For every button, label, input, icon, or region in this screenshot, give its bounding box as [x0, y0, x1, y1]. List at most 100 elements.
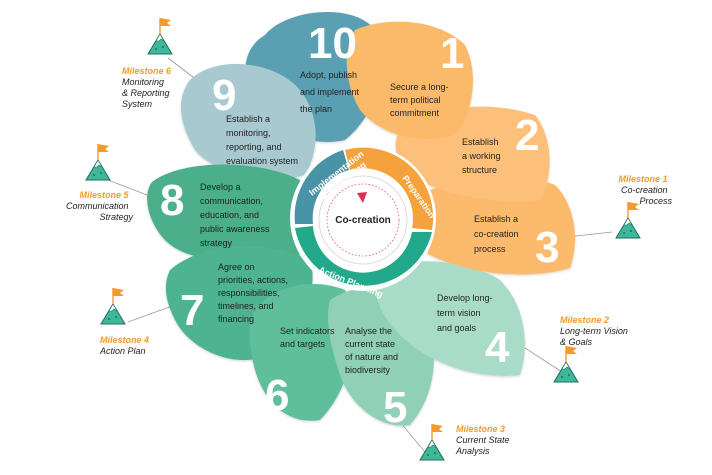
step-text-8-line-1: Develop a: [200, 182, 241, 192]
step-text-2-line-2: a working: [462, 151, 501, 161]
step-text-2-line-3: structure: [462, 165, 497, 175]
step-text-3-line-3: process: [474, 244, 506, 254]
milestone-2-title: Milestone 2: [560, 315, 609, 325]
petal-step-6: [249, 284, 355, 421]
step-text-5-line-2: current state: [345, 339, 395, 349]
milestone-3-title: Milestone 3: [456, 424, 505, 434]
milestone-3-name-line-2: Analysis: [455, 446, 490, 456]
step-text-10: Adopt, publish and implement the plan: [300, 70, 360, 114]
milestone-6-label: Milestone 6 Monitoring & Reporting Syste…: [122, 61, 175, 109]
step-text-1-line-1: Secure a long-: [390, 82, 449, 92]
phase-arc-action-planning: [295, 226, 432, 286]
milestone-6-name-line-2: & Reporting: [122, 88, 170, 98]
milestone-6-mountain-flag-icon: [147, 18, 173, 55]
step-number-9: 9: [212, 71, 236, 120]
center-label: Co-creation: [335, 215, 391, 226]
milestone-3-label: Milestone 3 Current State Analysis: [455, 419, 514, 456]
petal-step-4: [373, 261, 525, 376]
milestone-1-name-line-2: Process: [639, 196, 672, 206]
step-text-10-line-3: the plan: [300, 104, 332, 114]
step-number-6: 6: [265, 371, 289, 420]
step-text-5-line-3: of nature and: [345, 352, 398, 362]
step-number-1: 1: [440, 29, 464, 78]
step-number-3: 3: [535, 223, 559, 272]
step-text-9: Establish a monitoring, reporting, and eval…: [226, 114, 298, 166]
step-text-4-line-2: term vision: [437, 308, 481, 318]
step-text-8-line-4: public awareness: [200, 224, 270, 234]
milestone-5-name-line-2: Strategy: [99, 212, 133, 222]
phase-arc-implementation: [294, 150, 349, 224]
milestone-3-name-line-1: Current State: [456, 435, 510, 445]
milestone-icons: [85, 18, 641, 461]
milestone-6-name-line-3: System: [122, 99, 153, 109]
step-text-9-line-3: reporting, and: [226, 142, 282, 152]
step-text-2: Establish a working structure: [462, 137, 501, 175]
step-text-4-line-3: and goals: [437, 323, 477, 333]
phase-ring: Co-creation: [290, 145, 436, 291]
step-number-7: 7: [180, 286, 204, 335]
petal-step-8: [147, 164, 315, 263]
milestone-5-mountain-flag-icon: [85, 144, 111, 181]
petal-step-1: [346, 21, 473, 139]
step-text-6-line-1: Set indicators: [280, 326, 335, 336]
milestone-3-mountain-flag-icon: [419, 424, 445, 461]
step-text-9-line-2: monitoring,: [226, 128, 271, 138]
step-texts: Adopt, publish and implement the plan Secu…: [200, 70, 519, 375]
step-text-10-line-2: and implement: [300, 87, 360, 97]
step-text-4-line-1: Develop long-: [437, 293, 493, 303]
milestone-1-name-line-1: Co-creation: [621, 185, 668, 195]
phase-arc-preparation: [345, 147, 434, 230]
milestone-2-name-line-1: Long-term Vision: [560, 326, 628, 336]
milestone-4-name-line-1: Action Plan: [99, 346, 146, 356]
milestone-4-mountain-flag-icon: [100, 288, 126, 325]
step-text-8-line-2: communication,: [200, 196, 263, 206]
step-text-1-line-3: commitment: [390, 108, 440, 118]
step-number-4: 4: [485, 323, 510, 372]
step-text-3: Establish a co-creation process: [474, 214, 519, 254]
petal-step-3: [406, 176, 575, 275]
step-text-7: Agree on priorities, actions, responsibili…: [218, 262, 288, 324]
step-number-2: 2: [515, 111, 539, 160]
step-text-7-line-3: responsibilities,: [218, 288, 280, 298]
milestone-1-mountain-flag-icon: [615, 202, 641, 239]
milestone-2-name-line-2: & Goals: [560, 337, 593, 347]
step-text-4: Develop long-term vision and goals: [437, 293, 493, 333]
step-text-8-line-3: education, and: [200, 210, 259, 220]
milestone-4-title: Milestone 4: [100, 335, 149, 345]
step-text-5-line-4: biodiversity: [345, 365, 391, 375]
milestone-6-title: Milestone 6: [122, 66, 172, 76]
step-text-7-line-2: priorities, actions,: [218, 275, 288, 285]
step-text-6-line-2: and targets: [280, 339, 326, 349]
step-text-1: Secure a long-term political commitment: [390, 82, 449, 118]
milestone-1-label: Milestone 1 Co-creation Process: [619, 169, 673, 206]
step-number-5: 5: [383, 383, 407, 432]
step-text-9-line-4: evaluation system: [226, 156, 298, 166]
step-text-10-line-1: Adopt, publish: [300, 70, 357, 80]
step-text-9-line-1: Establish a: [226, 114, 270, 124]
step-number-8: 8: [160, 176, 184, 225]
milestone-5-title: Milestone 5: [80, 190, 130, 200]
step-number-10: 10: [308, 19, 357, 68]
step-text-5: Analyse the current state of nature and bio…: [345, 326, 398, 375]
step-text-5-line-1: Analyse the: [345, 326, 392, 336]
step-text-8-line-5: strategy: [200, 238, 233, 248]
step-text-3-line-1: Establish a: [474, 214, 518, 224]
milestone-6-name-line-1: Monitoring: [122, 77, 164, 87]
step-text-7-line-4: timelines, and: [218, 301, 274, 311]
milestone-4-label: Milestone 4 Action Plan: [99, 330, 153, 356]
step-text-2-line-1: Establish: [462, 137, 499, 147]
flower-petals: [147, 11, 575, 426]
milestone-2-label: Milestone 2 Long-term Vision & Goals: [560, 310, 632, 347]
milestone-5-name-line-1: Communication: [66, 201, 129, 211]
step-text-3-line-2: co-creation: [474, 229, 519, 239]
milestone-1-title: Milestone 1: [619, 174, 668, 184]
petal-step-9: [180, 63, 316, 179]
step-text-7-line-5: financing: [218, 314, 254, 324]
step-text-1-line-2: term political: [390, 95, 441, 105]
milestone-labels: Milestone 1 Co-creation Process Mileston…: [66, 61, 673, 456]
step-text-8: Develop a communication, education, and pub…: [200, 182, 270, 248]
step-numbers: 10 1 2 3 4 5 6 7 8 9: [160, 19, 559, 432]
step-text-6: Set indicators and targets: [280, 326, 335, 349]
milestone-5-label: Milestone 5 Communication Strategy: [66, 185, 133, 222]
step-text-7-line-1: Agree on: [218, 262, 255, 272]
